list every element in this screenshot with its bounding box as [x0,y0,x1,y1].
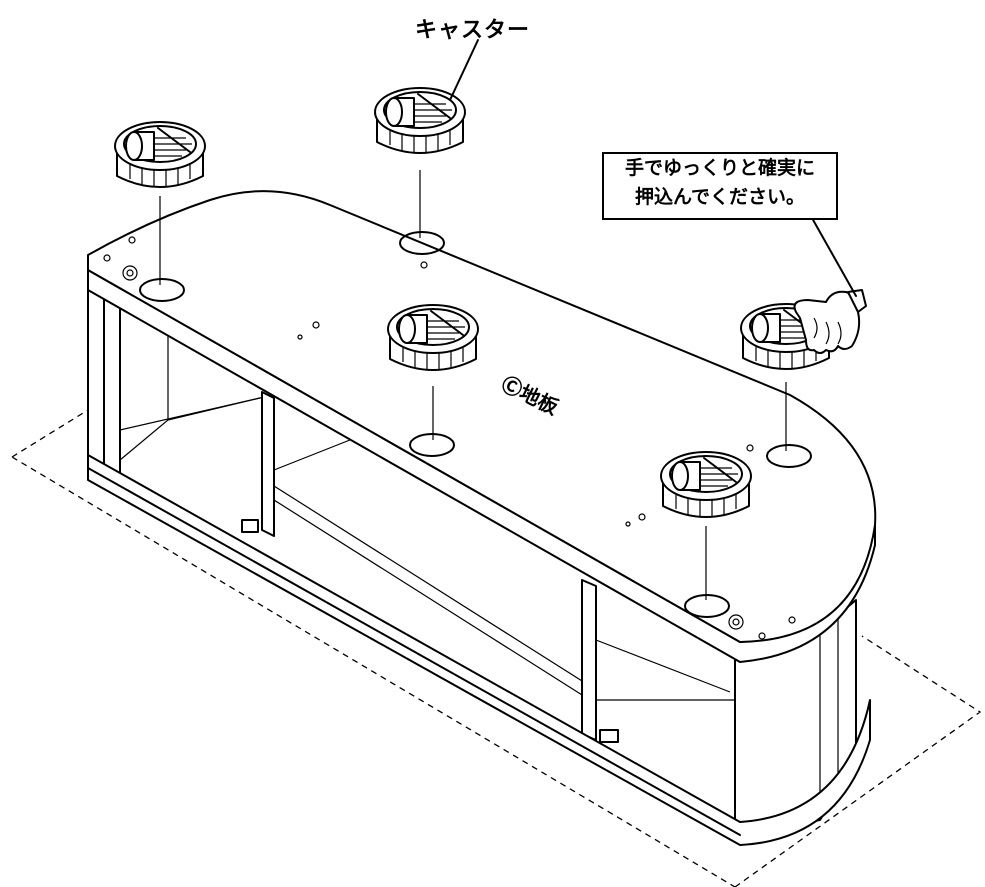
caster-icon [114,121,206,188]
caster-leader [449,39,479,101]
caster-icon [660,451,752,518]
pointing-hand-icon [793,289,867,354]
instruction-leader [811,217,857,297]
bottom-plate [87,454,871,846]
caster-icon [387,304,479,371]
right-divider [581,579,597,741]
guide-lines [159,170,787,600]
instruction-line-1: 手でゆっくりと確実に [624,157,815,179]
center-divider [261,391,275,537]
foot-left [241,519,259,533]
top-plate [87,190,877,643]
screw-holes [103,236,796,640]
caster-label: キャスター [415,18,531,43]
caster-holes [139,231,812,618]
instruction-line-2: 押込んでください。 [634,186,806,208]
instruction-box: 手でゆっくりと確実に 押込んでください。 [602,152,838,220]
foot-right [599,729,619,743]
